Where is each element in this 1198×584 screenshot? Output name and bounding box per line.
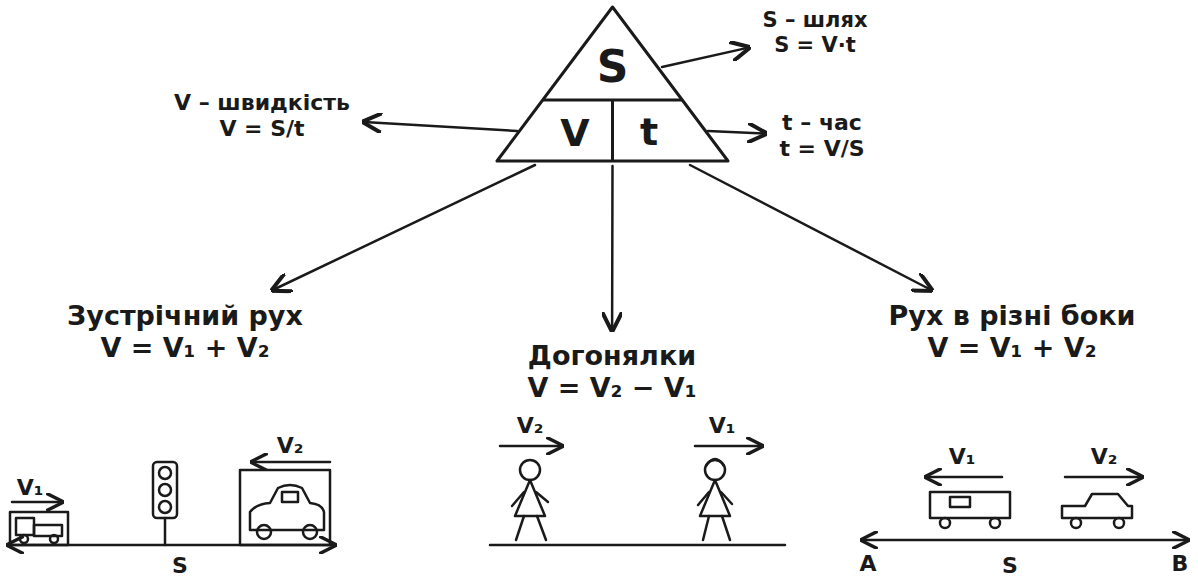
wheel	[257, 525, 271, 539]
wheel	[940, 518, 950, 528]
distance-line	[862, 539, 1188, 542]
wheel	[50, 535, 58, 543]
person-leg	[516, 516, 524, 540]
connector-arrow	[611, 166, 614, 330]
formula-text: V = V₁ + V₂	[67, 332, 303, 364]
figure-label: V₂	[275, 435, 306, 457]
quantity-letter: S	[597, 45, 629, 89]
car-body	[250, 485, 324, 530]
person-leg	[703, 516, 709, 540]
wheel	[303, 525, 317, 539]
speed-arrow	[1065, 476, 1142, 479]
formula-text: t = V/S	[779, 136, 864, 162]
train-window	[950, 497, 970, 507]
figure-label: V₂	[1089, 446, 1120, 468]
figure-label: V₁	[947, 446, 978, 468]
figure-label: A	[857, 553, 878, 575]
wheel	[20, 535, 28, 543]
wheel	[1071, 518, 1081, 528]
truck-cab	[16, 518, 34, 535]
quantity-letter: t	[640, 113, 658, 151]
figure-label: V₂	[515, 415, 546, 437]
person-head	[705, 460, 725, 480]
formula-block: Зустрічний рухV = V₁ + V₂	[61, 298, 309, 366]
person-leg	[722, 516, 730, 540]
formula-text: V = V₂ − V₁	[527, 372, 696, 404]
wheel	[990, 518, 1000, 528]
car-window	[282, 492, 298, 502]
formula-block: S – шляхS = V·t	[757, 6, 874, 60]
person-leg	[537, 516, 546, 540]
formula-heading: Догонялки	[527, 340, 696, 372]
quantity-letter: V	[560, 114, 589, 152]
figure-label: B	[1170, 553, 1191, 575]
connector-arrow	[273, 165, 535, 290]
speed-arrow	[12, 501, 62, 504]
vehicle-frame	[240, 470, 330, 545]
traffic-light-pole	[164, 518, 167, 545]
signal-lamp	[159, 467, 171, 479]
vehicle-frame	[10, 512, 68, 545]
speed-arrow	[252, 461, 330, 464]
person-hair	[706, 459, 724, 466]
traffic-light	[153, 462, 177, 518]
connector-arrow	[662, 48, 749, 67]
speed-arrow	[695, 445, 762, 448]
car-body	[1062, 494, 1132, 518]
connector-arrow	[708, 131, 765, 133]
formula-heading: Рух в різні боки	[889, 300, 1136, 332]
person-arm	[536, 492, 548, 502]
formula-text: V = V₁ + V₂	[889, 332, 1136, 364]
ground-line	[490, 544, 785, 547]
formula-block: V – швидкістьV = S/t	[168, 88, 356, 144]
formula-text: S = V·t	[763, 33, 868, 58]
speed-arrow	[926, 476, 1002, 479]
formula-heading: t – час	[779, 110, 864, 136]
formula-text: V = S/t	[174, 116, 350, 142]
formula-block: ДогонялкиV = V₂ − V₁	[521, 338, 702, 406]
illustration-group	[8, 446, 1188, 545]
formula-heading: V – швидкість	[174, 90, 350, 116]
figure-label: S	[170, 555, 190, 577]
person-arm	[698, 492, 709, 505]
triangle-shape	[497, 7, 728, 161]
speed-arrow	[500, 445, 562, 448]
truck-body	[34, 525, 62, 536]
connector-arrow	[690, 165, 931, 290]
person-arm	[721, 492, 732, 504]
triangle-divider	[611, 100, 614, 161]
train-body	[930, 492, 1010, 518]
figure-label: S	[1000, 555, 1020, 577]
formula-heading: S – шлях	[763, 8, 868, 33]
person-arm	[512, 492, 524, 506]
formula-triangle: SVt	[495, 5, 730, 163]
signal-lamp	[159, 501, 171, 513]
person-head	[520, 460, 540, 480]
figure-label: V₁	[15, 477, 46, 499]
formula-block: Рух в різні бокиV = V₁ + V₂	[883, 298, 1142, 366]
formula-heading: Зустрічний рух	[67, 300, 303, 332]
figure-label: V₁	[707, 415, 738, 437]
formula-block: t – часt = V/S	[773, 108, 870, 164]
signal-lamp	[159, 484, 171, 496]
connector-arrow	[364, 122, 517, 131]
wheel	[1114, 518, 1124, 528]
